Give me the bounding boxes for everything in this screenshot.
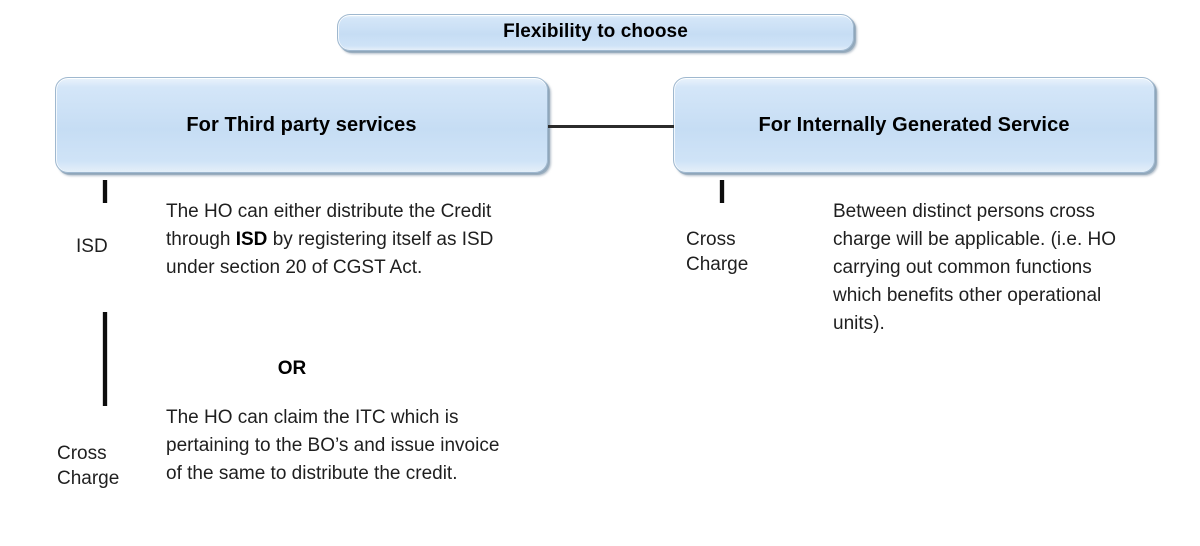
node-internally-generated-service[interactable]: For Internally Generated Service [673, 77, 1155, 173]
node-third-party-services[interactable]: For Third party services [55, 77, 548, 173]
connector-internally-generated-to-cross-charge [719, 180, 725, 203]
connector-third-party-to-isd [102, 180, 108, 203]
paragraph-isd-text-before: The HO can either distribute the Credit … [166, 201, 492, 250]
paragraph-isd-description: The HO can either distribute the Credit … [166, 198, 496, 282]
or-divider-label: OR [277, 358, 307, 379]
paragraph-isd-text-after: by registering itself as ISD under secti… [166, 229, 494, 278]
node-internally-generated-service-label: For Internally Generated Service [758, 114, 1070, 136]
node-flexibility-to-choose[interactable]: Flexibility to choose [337, 14, 854, 51]
connector-left-to-right-node [548, 125, 674, 128]
branch-label-right-cross-charge: Cross Charge [686, 229, 749, 275]
node-flexibility-to-choose-label: Flexibility to choose [503, 21, 688, 43]
paragraph-right-cross-charge-description: Between distinct persons cross charge wi… [833, 201, 1117, 334]
paragraph-isd-text-bold: ISD [235, 229, 268, 250]
connector-third-party-to-cross-charge [102, 312, 108, 406]
branch-label-isd: ISD [76, 236, 108, 257]
branch-label-left-cross-charge: Cross Charge [57, 443, 120, 489]
paragraph-left-cross-charge-description: The HO can claim the ITC which is pertai… [166, 407, 500, 484]
node-third-party-services-label: For Third party services [186, 114, 417, 136]
